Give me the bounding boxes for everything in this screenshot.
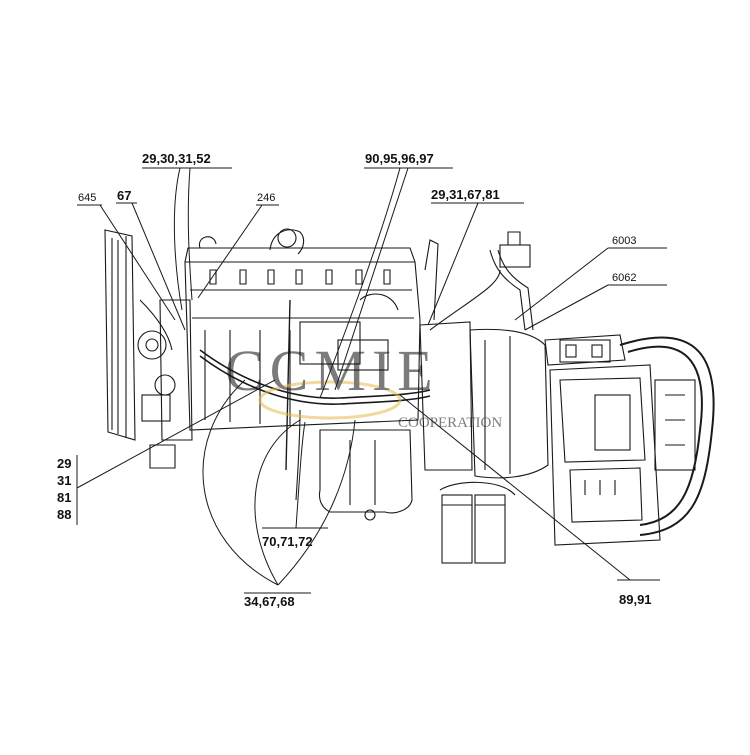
watermark-subtext: COOPERATION <box>398 415 502 431</box>
callout-stack-line-3: 81 <box>57 490 71 505</box>
callout-stack-line-2: 31 <box>57 473 71 488</box>
callout-89-91: 89,91 <box>619 592 652 607</box>
callout-34-67-68: 34,67,68 <box>244 594 295 609</box>
callout-6003: 6003 <box>612 235 636 247</box>
callout-stack-line-1: 29 <box>57 456 71 471</box>
callout-6062: 6062 <box>612 272 636 284</box>
callout-29-30-31-52: 29,30,31,52 <box>142 151 211 166</box>
watermark-text: CCMIE <box>225 338 439 403</box>
leader-lines <box>76 167 667 594</box>
callout-90-95-96-97: 90,95,96,97 <box>365 151 434 166</box>
callout-stack-line-4: 88 <box>57 507 71 522</box>
callout-29-31-67-81: 29,31,67,81 <box>431 187 500 202</box>
callout-67: 67 <box>117 188 131 203</box>
callout-645: 645 <box>78 192 96 204</box>
callout-246: 246 <box>257 192 275 204</box>
callout-70-71-72: 70,71,72 <box>262 534 313 549</box>
watermark-logo: CCMIE COOPERATION <box>225 338 502 431</box>
